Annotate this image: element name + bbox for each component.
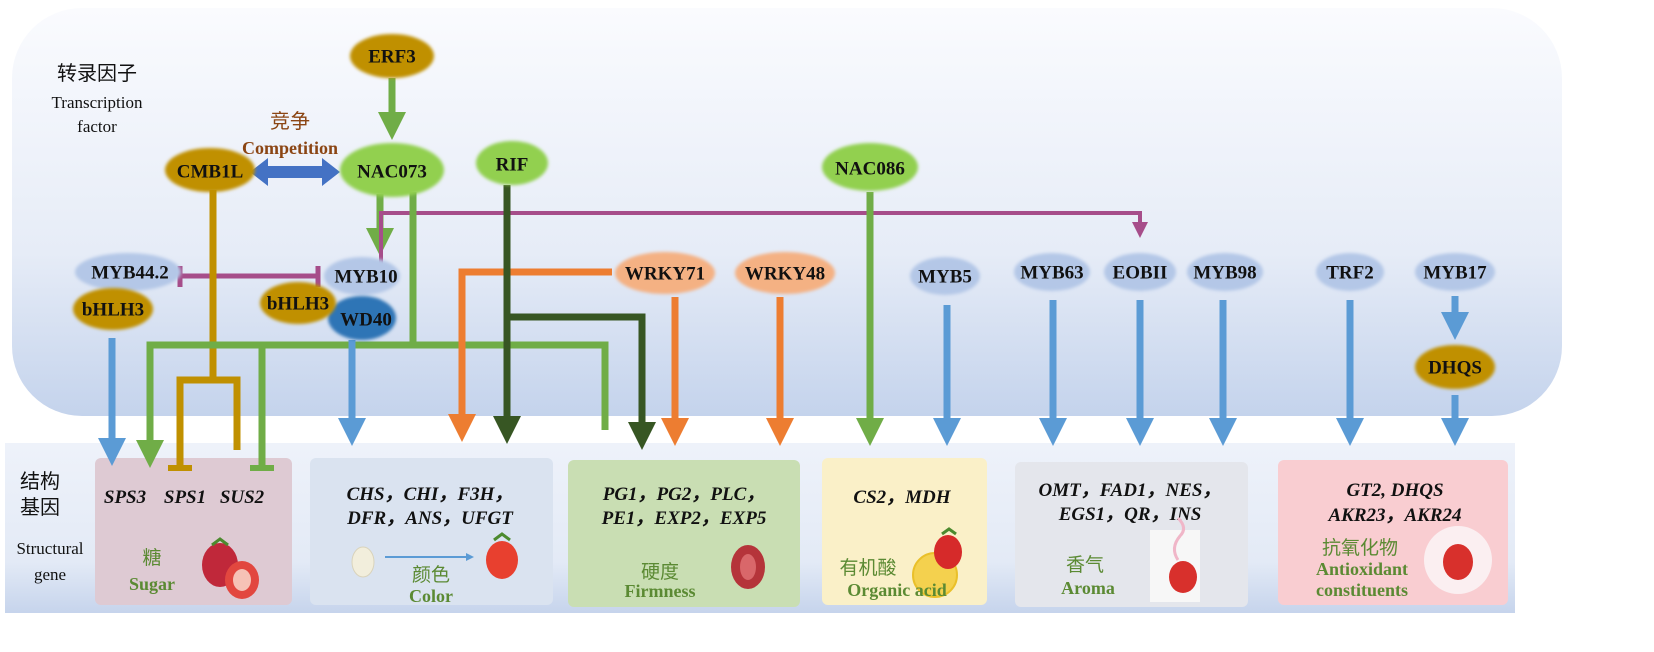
node-rif: RIF: [476, 141, 548, 185]
category-en: Sugar: [129, 574, 175, 594]
edge-wrky71-color: [448, 268, 612, 442]
genes-line-1: OMT，FAD1，NES，: [1038, 480, 1221, 501]
tf-label-en-2: factor: [77, 117, 117, 136]
category-en-2: constituents: [1316, 580, 1408, 600]
node-bhlh3-left: bHLH3: [73, 288, 153, 330]
category-firmness: PG1，PG2，PLC， PE1，EXP2，EXP5 硬度 Firmness: [568, 460, 800, 607]
svg-text:MYB5: MYB5: [918, 267, 972, 288]
node-wd40: WD40: [328, 296, 396, 340]
node-dhqs: DHQS: [1415, 345, 1495, 389]
node-cmb1l: CMB1L: [165, 148, 255, 192]
aroma-strawberry-icon: [1150, 516, 1200, 602]
svg-text:WRKY71: WRKY71: [625, 264, 705, 285]
sg-label-cn-1: 结构: [20, 469, 60, 493]
svg-text:WD40: WD40: [340, 310, 392, 331]
category-organic-acid: CS2，MDH 有机酸 Organic acid: [822, 458, 987, 605]
category-aroma: OMT，FAD1，NES， EGS1，QR，INS 香气 Aroma: [1015, 462, 1248, 607]
genes-line-1: CHS，CHI，F3H，: [347, 484, 514, 505]
gene-sps1: SPS1: [164, 487, 206, 508]
svg-text:TRF2: TRF2: [1326, 263, 1374, 284]
category-en: Organic acid: [847, 580, 947, 600]
genes-line-2: DFR，ANS，UFGT: [346, 508, 514, 529]
category-color: CHS，CHI，F3H， DFR，ANS，UFGT 颜色 Color: [310, 458, 553, 606]
svg-text:MYB63: MYB63: [1020, 263, 1083, 284]
sg-label-en-2: gene: [34, 565, 66, 584]
genes-line-2: AKR23，AKR24: [1327, 505, 1461, 526]
svg-text:DHQS: DHQS: [1428, 358, 1482, 379]
sg-label-cn-2: 基因: [20, 495, 60, 519]
svg-text:MYB17: MYB17: [1423, 263, 1487, 284]
genes-line-1: PG1，PG2，PLC，: [602, 484, 766, 505]
svg-text:CMB1L: CMB1L: [177, 162, 244, 183]
node-myb44-2: MYB44.2: [75, 253, 181, 291]
svg-text:MYB10: MYB10: [334, 267, 397, 288]
node-nac073: NAC073: [340, 143, 444, 197]
category-cn: 香气: [1066, 554, 1104, 576]
category-en: Firmness: [625, 581, 696, 601]
svg-text:bHLH3: bHLH3: [267, 294, 329, 315]
category-cn: 抗氧化物: [1322, 537, 1398, 559]
edge-myb10-eobii: [379, 211, 1148, 266]
svg-text:NAC073: NAC073: [357, 162, 427, 183]
node-bhlh3-mid: bHLH3: [260, 282, 336, 324]
category-cn: 有机酸: [839, 557, 896, 579]
category-cn: 糖: [142, 547, 161, 569]
lemon-strawberry-icon: [912, 527, 962, 598]
genes-line-2: EGS1，QR，INS: [1058, 504, 1202, 525]
node-trf2: TRF2: [1316, 253, 1384, 291]
svg-text:NAC086: NAC086: [835, 159, 905, 180]
competition-label-cn: 竞争: [270, 109, 310, 133]
node-myb98: MYB98: [1187, 253, 1263, 291]
antioxidant-strawberry-icon: [1424, 526, 1492, 594]
category-en: Color: [409, 586, 453, 606]
node-myb17: MYB17: [1415, 253, 1495, 291]
svg-text:MYB44.2: MYB44.2: [91, 263, 169, 284]
edge-rif-firmness: [507, 313, 656, 450]
edge-cmb1l-branch: [176, 376, 241, 466]
node-nac086: NAC086: [822, 143, 918, 191]
svg-text:RIF: RIF: [496, 155, 529, 176]
category-sugar: SPS3 SPS1 SUS2 糖 Sugar: [95, 458, 292, 605]
cut-strawberry-icon: [731, 545, 765, 589]
edges: [98, 78, 1469, 471]
svg-text:EOBII: EOBII: [1113, 263, 1168, 284]
node-wrky48: WRKY48: [735, 252, 835, 294]
white-strawberry-icon: [351, 546, 375, 578]
genes-line-2: PE1，EXP2，EXP5: [601, 508, 767, 529]
tf-label-cn: 转录因子: [57, 61, 137, 85]
category-antioxidant: GT2, DHQS AKR23，AKR24 抗氧化物 Antioxidant c…: [1278, 460, 1508, 605]
category-cn: 颜色: [412, 564, 450, 586]
genes-line-1: CS2，MDH: [853, 487, 951, 508]
competition-label-en: Competition: [242, 138, 338, 158]
node-myb63: MYB63: [1014, 253, 1090, 291]
red-strawberry-icon: [486, 532, 518, 579]
edge-nac073-targets: [146, 341, 609, 452]
gene-sus2: SUS2: [220, 487, 265, 508]
category-en-1: Antioxidant: [1316, 559, 1408, 579]
sg-label-en-1: Structural: [16, 539, 83, 558]
node-eobii: EOBII: [1104, 253, 1176, 291]
node-myb10: MYB10: [324, 257, 400, 295]
svg-text:MYB98: MYB98: [1193, 263, 1256, 284]
svg-text:ERF3: ERF3: [368, 47, 416, 68]
competition-double-arrow: [250, 158, 340, 186]
node-wrky71: WRKY71: [615, 252, 715, 294]
node-myb5: MYB5: [910, 257, 980, 295]
gene-sps3: SPS3: [104, 487, 146, 508]
genes-line-1: GT2, DHQS: [1346, 480, 1443, 501]
node-erf3: ERF3: [350, 34, 434, 78]
category-cn: 硬度: [641, 561, 679, 583]
strawberry-icon: [202, 537, 259, 599]
svg-text:WRKY48: WRKY48: [745, 264, 825, 285]
category-en: Aroma: [1061, 578, 1115, 598]
svg-text:bHLH3: bHLH3: [82, 300, 144, 321]
tf-label-en-1: Transcription: [52, 93, 143, 112]
